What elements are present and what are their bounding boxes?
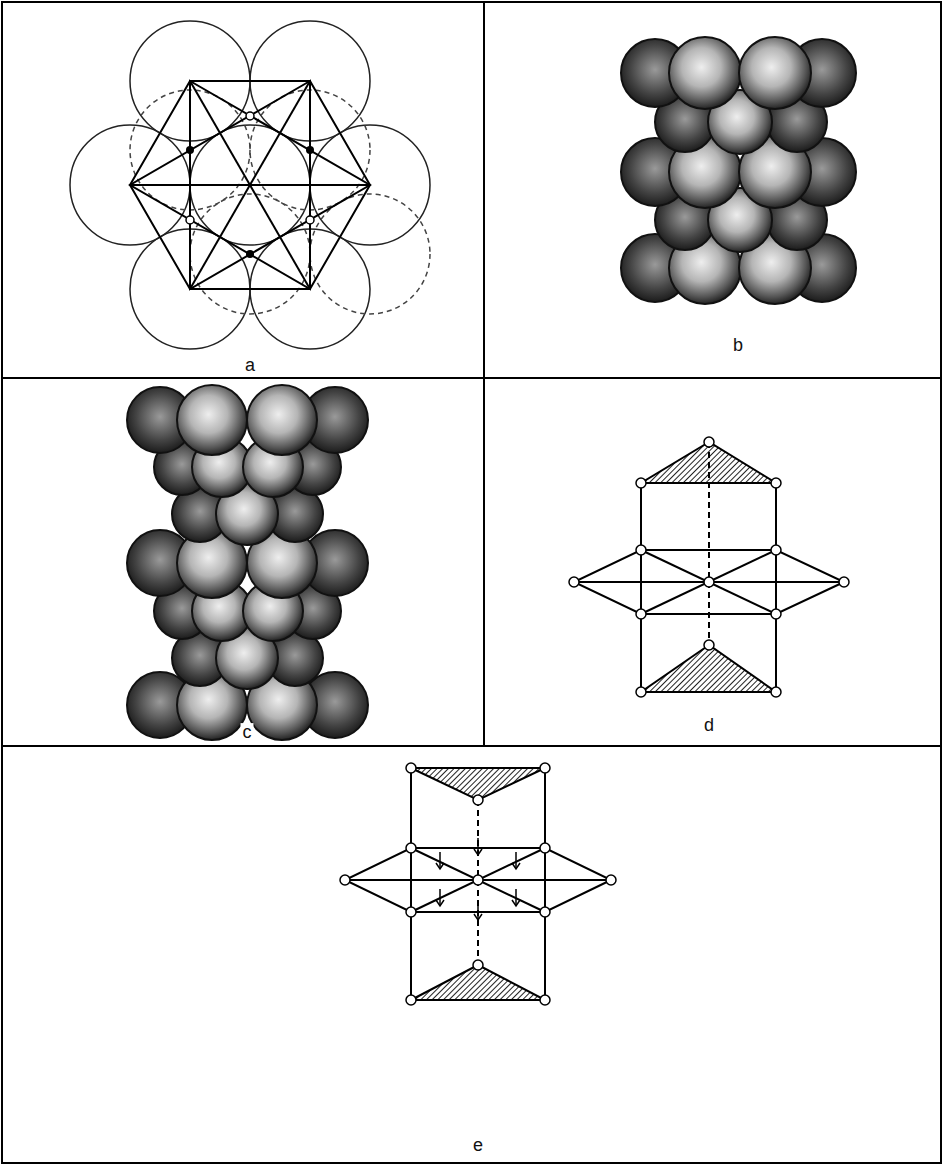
panel-label: a <box>243 356 257 376</box>
hcp-stack <box>621 37 856 304</box>
cell-with-sites <box>340 763 616 1005</box>
panel-label: c <box>241 723 254 743</box>
ccp-stack <box>127 385 368 740</box>
panel-label: d <box>702 716 716 736</box>
panel-label: e <box>471 1136 485 1156</box>
panel-label: b <box>731 336 745 356</box>
hexagonal-cell <box>569 437 849 697</box>
layer-top-view <box>70 21 430 349</box>
